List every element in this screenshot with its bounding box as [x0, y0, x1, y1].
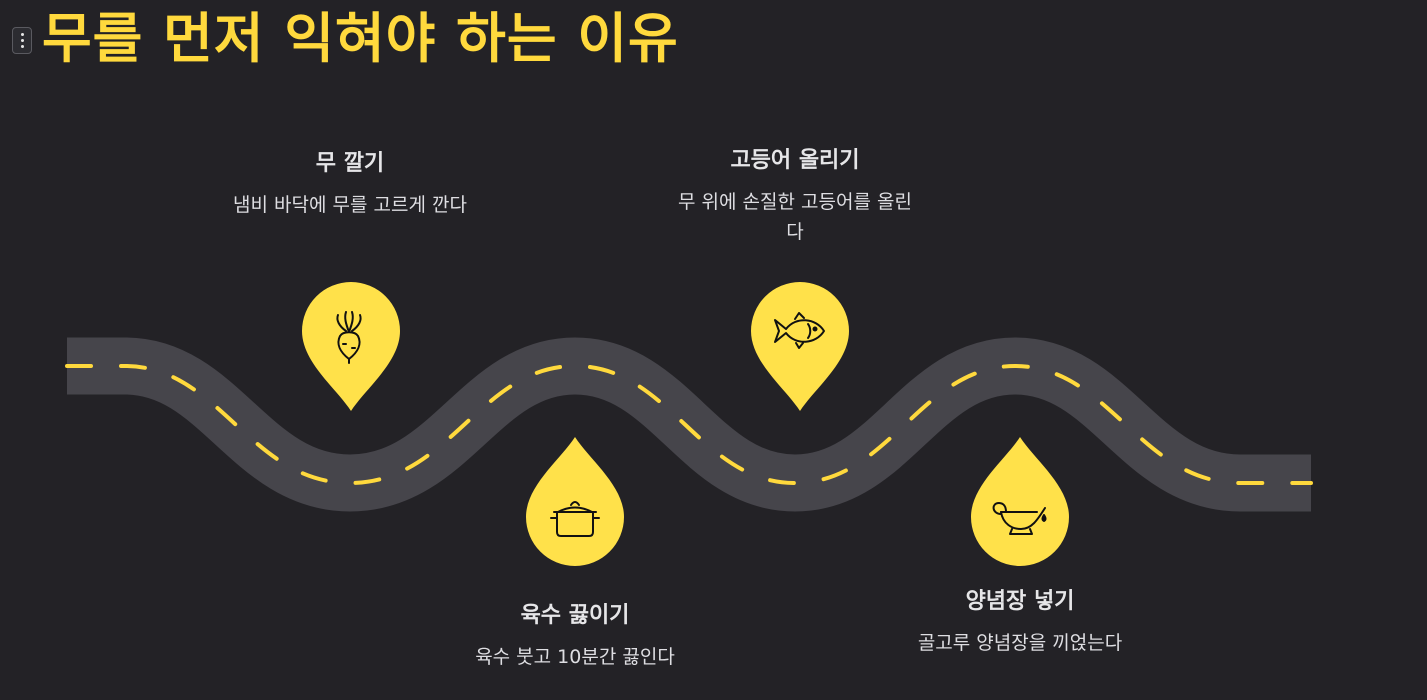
step-3-text: 고등어 올리기 무 위에 손질한 고등어를 올린다	[675, 147, 915, 247]
more-options-button[interactable]	[12, 27, 32, 54]
step-1-marker	[302, 282, 400, 411]
step-1-text: 무 깔기 냄비 바닥에 무를 고르게 깐다	[230, 150, 470, 220]
menu-dot	[20, 45, 24, 48]
step-4-text: 양념장 넣기 골고루 양념장을 끼얹는다	[900, 588, 1140, 658]
gravy-boat-icon	[992, 502, 1047, 535]
step-description: 골고루 양념장을 끼얹는다	[917, 632, 1123, 654]
radish-icon	[336, 311, 362, 364]
menu-dot	[20, 39, 24, 42]
menu-dot	[20, 33, 24, 36]
step-title: 무 깔기	[315, 151, 385, 176]
step-2-text: 육수 끓이기 육수 붓고 10분간 끓인다	[440, 602, 710, 672]
pot-icon	[550, 501, 600, 537]
step-3-marker	[751, 282, 849, 411]
page-title: 무를 먼저 익혀야 하는 이유	[42, 7, 679, 70]
road-center-line	[65, 363, 1313, 486]
drop-pin-shape	[971, 437, 1069, 566]
fish-icon	[774, 312, 825, 349]
step-title: 고등어 올리기	[730, 148, 860, 173]
step-description: 육수 붓고 10분간 끓인다	[475, 646, 675, 668]
map-pin-shape	[302, 282, 400, 411]
step-description: 냄비 바닥에 무를 고르게 깐다	[233, 194, 467, 216]
step-description: 무 위에 손질한 고등어를 올린다	[678, 191, 912, 243]
step-title: 육수 끓이기	[520, 603, 630, 628]
step-title: 양념장 넣기	[965, 589, 1075, 614]
road	[67, 337, 1311, 512]
step-4-marker	[971, 437, 1069, 566]
step-2-marker	[526, 437, 624, 566]
